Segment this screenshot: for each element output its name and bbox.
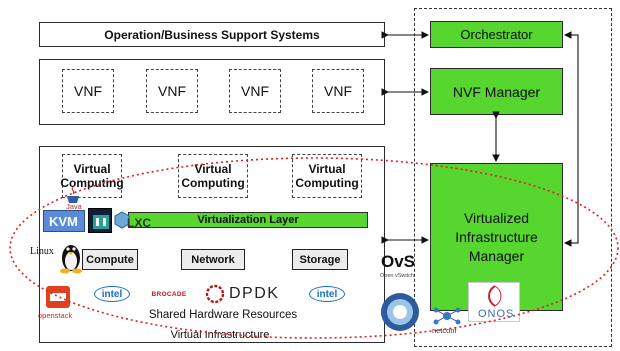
lxc-logo: LXC [113,210,151,234]
netconf-logo: netconf [428,306,466,338]
xen-logo [88,208,112,233]
vim-label: Virtualized Infrastructure Manager [455,209,538,264]
virtual-computing-2: Virtual Computing [178,154,248,198]
ovs-logo: OvS Open vSwitch [379,252,419,284]
vnf-manager-label: NVF Manager [452,83,541,100]
linux-logo: Linux [30,240,84,276]
netconf-logo-text: netconf [432,326,457,335]
shared-hardware-text: Shared Hardware Resources [148,309,298,321]
openstack-logo: openstack [38,284,78,322]
intel-logo-text: intel [101,288,123,300]
vnf-box-2: VNF [146,69,198,113]
openstack-mark-icon [46,286,70,308]
dpdk-logo-text: DPDK [229,285,280,302]
virtual-computing-line1: Virtual [308,162,346,176]
virtual-infrastructure-label: Virtual Infrastructure [130,328,310,342]
onos-mark-icon [488,285,502,307]
onos-logo-text: ONOS [478,308,515,320]
vnf-box-3: VNF [229,69,281,113]
ovs-logo-text: OvS [381,252,416,271]
virtualization-layer-label: Virtualization Layer [197,214,299,226]
tux-penguin-icon [60,245,82,274]
compute-label: Compute [86,253,134,266]
netconf-network-icon [433,307,461,325]
oss-bss-label: Operation/Business Support Systems [104,27,320,42]
network-box: Network [181,249,245,270]
storage-label: Storage [299,253,341,266]
network-label: Network [191,253,235,266]
onos-logo: ONOS [468,282,520,322]
opendaylight-logo [378,288,422,336]
intel-logo-1: intel [94,286,130,302]
virtual-infrastructure-text: Virtual Infrastructure [170,329,270,341]
vnf-box-4: VNF [312,69,364,113]
vnf-manager-box: NVF Manager [430,68,563,115]
vnf-box-1: VNF [62,69,114,113]
vnf-label: VNF [158,83,186,99]
vnf-label: VNF [241,83,269,99]
orchestrator-label: Orchestrator [460,27,533,42]
compute-box: Compute [82,249,138,270]
kvm-logo-text: KVM [49,214,78,229]
virtual-computing-line2: Computing [295,176,359,190]
virtual-computing-line2: Computing [181,176,245,190]
dpdk-logo: DPDK [205,284,297,304]
virtual-computing-line1: Virtual [73,162,111,176]
opendaylight-mark-icon [381,293,419,331]
linux-logo-text: Linux [30,246,54,257]
java-logo: Java [62,185,84,211]
lxc-logo-text: LXC [127,216,151,230]
intel-logo-2: intel [309,286,345,302]
virtualization-layer-bar: Virtualization Layer [128,212,368,228]
virtual-computing-line1: Virtual [194,162,232,176]
vnf-label: VNF [324,83,352,99]
kvm-logo: KVM [43,210,85,232]
storage-box: Storage [292,249,348,270]
intel-logo-text: intel [316,288,338,300]
dpdk-mark-icon [205,284,225,304]
shared-hardware-label: Shared Hardware Resources [118,307,328,323]
oss-bss-box: Operation/Business Support Systems [39,22,385,47]
openstack-logo-text: openstack [38,311,73,320]
brocade-logo-text: BROCADE [151,290,187,298]
vnf-label: VNF [74,83,102,99]
virtual-computing-3: Virtual Computing [292,154,362,198]
brocade-logo: BROCADE [147,289,191,299]
xen-panda-icon [93,215,109,229]
ovs-logo-subtext: Open vSwitch [380,273,414,279]
orchestrator-box: Orchestrator [430,21,563,48]
